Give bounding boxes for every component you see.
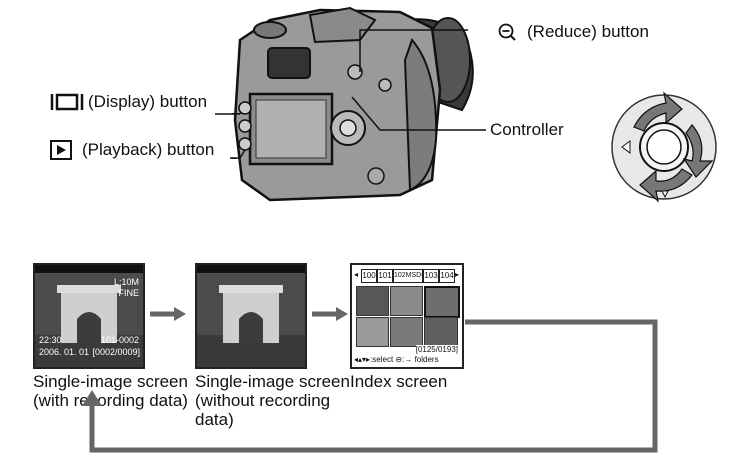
index-count-text: [0125/0193] bbox=[415, 345, 458, 354]
screen2-caption-line3: data) bbox=[195, 410, 234, 429]
screen3-caption: Index screen bbox=[350, 372, 448, 391]
time-text: 22:30 bbox=[39, 335, 62, 345]
controller-label: Controller bbox=[490, 120, 564, 139]
zoom-out-icon bbox=[498, 23, 516, 41]
display-leader bbox=[232, 113, 244, 114]
arrow-right-icon bbox=[312, 307, 348, 321]
camera-illustration bbox=[215, 6, 486, 202]
playback-icon bbox=[50, 140, 72, 160]
screen-top-bar bbox=[197, 265, 305, 273]
index-thumbnail bbox=[356, 286, 389, 316]
arch-photo bbox=[197, 273, 305, 367]
screen2-caption-line1: Single-image screen bbox=[195, 372, 350, 391]
quality-text: FINE bbox=[118, 288, 139, 298]
arrow-right-icon bbox=[150, 307, 186, 321]
zoom-out-icon: ⊖ bbox=[395, 355, 403, 364]
folder-tab: 103 bbox=[423, 269, 439, 283]
folder-left-arrow-icon: ◂ bbox=[354, 270, 359, 279]
folder-tab: 104 bbox=[439, 269, 455, 283]
image-size-text: L:10M bbox=[113, 277, 139, 287]
image-count-text: [0002/0009] bbox=[92, 347, 140, 357]
screen1-caption-line1: Single-image screen bbox=[33, 372, 188, 391]
single-image-screen-with-data: L:10M FINE 22:30 2006. 01. 01 101-0002 [… bbox=[33, 263, 145, 369]
folder-tab: 102MSDCF bbox=[393, 269, 431, 283]
reduce-button-label: (Reduce) button bbox=[527, 22, 649, 41]
file-number-text: 101-0002 bbox=[100, 335, 139, 345]
index-thumbnail bbox=[390, 286, 423, 316]
screen-top-bar bbox=[35, 265, 143, 273]
controller-arrows-icon: ◂▴▾▸ bbox=[354, 355, 371, 364]
controller-dial-icon bbox=[611, 91, 717, 203]
playback-button-label: (Playback) button bbox=[82, 140, 215, 159]
screen2-caption-line2: (without recording bbox=[195, 391, 331, 410]
single-image-screen-without-data bbox=[195, 263, 307, 369]
folders-hint: :→ folders bbox=[402, 355, 439, 364]
index-screen: ◂ 100 101 102MSDCF 103 104 ▸ [0125/0193]… bbox=[350, 263, 464, 369]
index-thumbnail bbox=[356, 317, 389, 347]
index-thumbnail bbox=[390, 317, 423, 347]
folder-right-arrow-icon: ▸ bbox=[455, 270, 460, 279]
playback-leader bbox=[232, 158, 236, 159]
return-loop-arrow bbox=[82, 319, 658, 453]
display-icon bbox=[50, 93, 84, 111]
screen1-caption-line2: (with recording data) bbox=[33, 391, 188, 410]
folder-tab: 100 bbox=[361, 269, 377, 283]
folder-tab: 101 bbox=[377, 269, 393, 283]
date-text: 2006. 01. 01 bbox=[39, 347, 90, 357]
arch-photo bbox=[35, 273, 143, 367]
index-footer: ◂▴▾▸:select ⊖:→ folders bbox=[354, 355, 439, 365]
select-hint: :select bbox=[370, 355, 394, 364]
display-button-label: (Display) button bbox=[88, 92, 208, 111]
